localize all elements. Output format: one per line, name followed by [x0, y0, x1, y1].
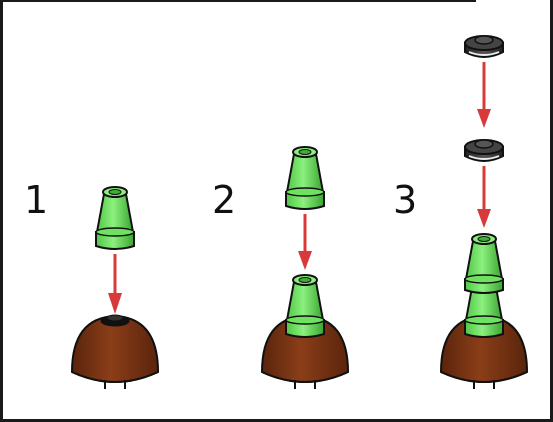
- brick-cone-icon: [95, 186, 135, 250]
- brick-dome-icon: [70, 314, 160, 389]
- arrow-down-icon: [298, 214, 312, 270]
- frame-border-bottom: [0, 419, 553, 422]
- arrow-down-icon: [477, 166, 491, 228]
- brick-dome-icon: [439, 314, 529, 389]
- brick-dome-icon: [260, 314, 350, 389]
- arrow-down-icon: [477, 62, 491, 128]
- step-number-1: 1: [24, 178, 49, 222]
- frame-border-right: [550, 0, 553, 422]
- frame-border-top: [0, 0, 476, 2]
- step-number-3: 3: [393, 178, 418, 222]
- brick-cone-icon: [464, 233, 504, 294]
- step2-group: [260, 146, 350, 389]
- brick-cone-icon: [285, 146, 325, 210]
- round-plate-icon: [464, 139, 504, 162]
- frame-border-left: [0, 0, 3, 422]
- brick-cone-icon: [285, 274, 325, 338]
- round-plate-icon: [464, 35, 504, 58]
- step3-group: [439, 35, 529, 389]
- step-number-2: 2: [212, 178, 237, 222]
- step1-group: [70, 186, 160, 389]
- arrow-down-icon: [108, 254, 122, 314]
